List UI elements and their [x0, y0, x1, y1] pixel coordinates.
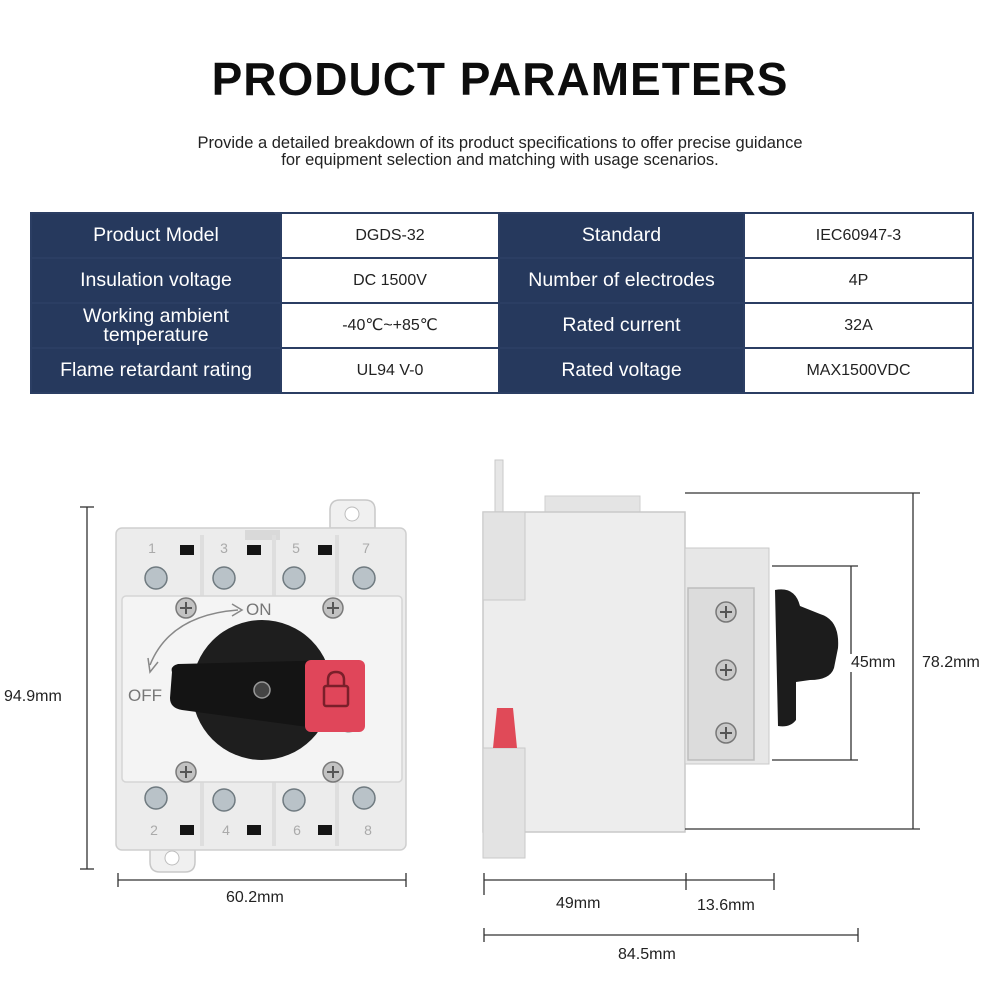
spec-value-working-temperature: -40℃~+85℃ — [280, 302, 500, 349]
terminal-number: 4 — [222, 822, 230, 838]
spec-label-working-temperature: Working ambient temperature — [30, 302, 282, 349]
table-row: Working ambient temperature -40℃~+85℃ Ra… — [30, 302, 974, 349]
dimension-handle-height: 45mm — [849, 654, 898, 672]
terminal-number: 5 — [292, 540, 300, 556]
dimension-total-depth: 84.5mm — [618, 946, 676, 963]
dimension-front-width: 60.2mm — [226, 889, 284, 906]
off-label: OFF — [128, 686, 162, 705]
specs-table: Product Model DGDS-32 Standard IEC60947-… — [30, 212, 974, 394]
spec-value-flame-retardant-rating: UL94 V-0 — [280, 347, 500, 394]
lock-tab — [305, 660, 365, 732]
spec-label-standard: Standard — [498, 212, 745, 259]
spec-value-standard: IEC60947-3 — [743, 212, 974, 259]
terminal-number: 8 — [364, 822, 372, 838]
spec-value-number-of-electrodes: 4P — [743, 257, 974, 304]
side-view-switch — [482, 459, 839, 859]
dimension-total-height: 78.2mm — [920, 654, 982, 672]
spec-label-flame-retardant-rating: Flame retardant rating — [30, 347, 282, 394]
subtitle-line-1: Provide a detailed breakdown of its prod… — [197, 134, 803, 152]
on-label: ON — [246, 600, 272, 619]
terminal-number: 3 — [220, 540, 228, 556]
dimension-handle-depth: 13.6mm — [697, 897, 755, 914]
spec-label-rated-current: Rated current — [498, 302, 745, 349]
dimension-drawing: 1 3 5 7 2 4 6 8 ON OFF — [80, 459, 920, 942]
side-dimension-lines — [483, 492, 920, 942]
dimension-body-depth: 49mm — [556, 895, 601, 912]
spec-label-working-temperature-line-2: temperature — [103, 323, 209, 346]
front-view-switch — [115, 499, 407, 873]
front-dimension-lines — [80, 506, 407, 887]
terminal-number: 7 — [362, 540, 370, 556]
spec-value-rated-current: 32A — [743, 302, 974, 349]
page-subtitle: Provide a detailed breakdown of its prod… — [120, 135, 880, 169]
table-row: Flame retardant rating UL94 V-0 Rated vo… — [30, 347, 974, 394]
spec-label-rated-voltage: Rated voltage — [498, 347, 745, 394]
spec-label-product-model: Product Model — [30, 212, 282, 259]
spec-value-rated-voltage: MAX1500VDC — [743, 347, 974, 394]
spec-label-insulation-voltage: Insulation voltage — [30, 257, 282, 304]
terminal-number: 6 — [293, 822, 301, 838]
terminal-number: 2 — [150, 822, 158, 838]
page-title: PRODUCT PARAMETERS — [211, 53, 789, 105]
spec-value-insulation-voltage: DC 1500V — [280, 257, 500, 304]
subtitle-line-2: for equipment selection and matching wit… — [281, 151, 719, 169]
dimension-front-height: 94.9mm — [4, 688, 65, 706]
table-row: Product Model DGDS-32 Standard IEC60947-… — [30, 212, 974, 259]
spec-label-working-temperature-line-1: Working ambient — [83, 304, 229, 327]
terminal-number: 1 — [148, 540, 156, 556]
table-row: Insulation voltage DC 1500V Number of el… — [30, 257, 974, 304]
spec-label-number-of-electrodes: Number of electrodes — [498, 257, 745, 304]
spec-value-product-model: DGDS-32 — [280, 212, 500, 259]
